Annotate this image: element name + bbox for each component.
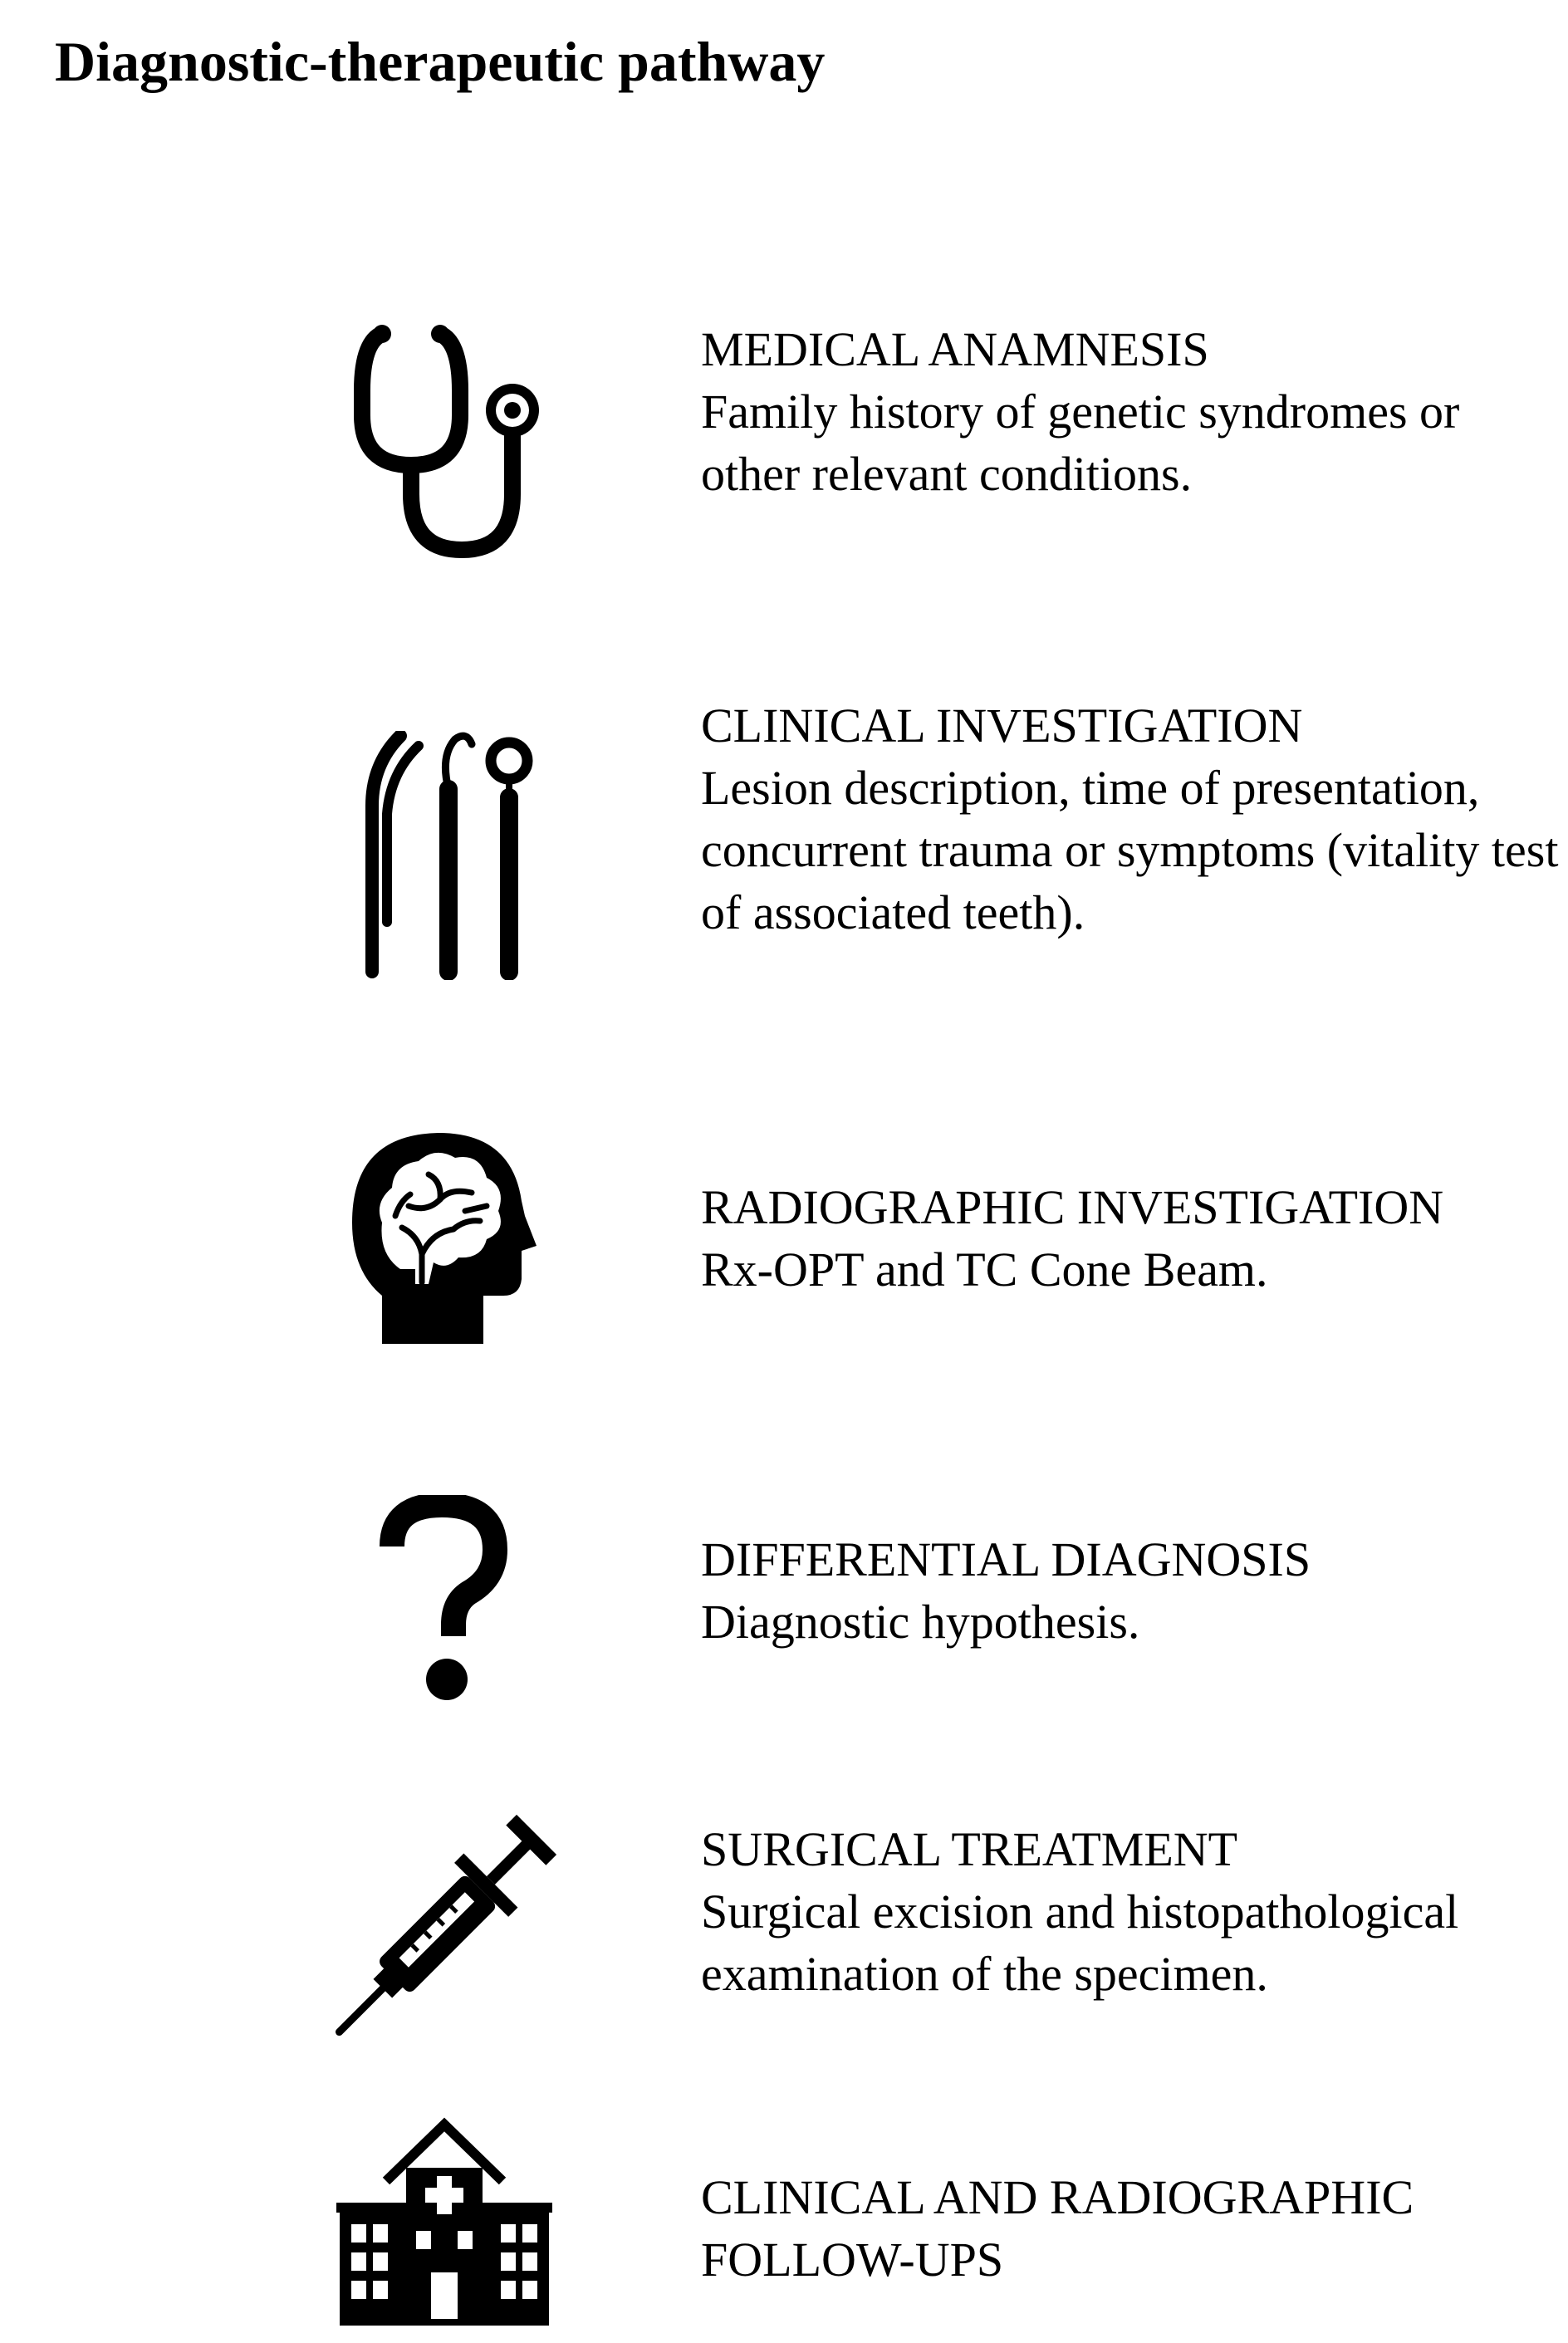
question-mark-icon xyxy=(380,1495,508,1700)
stethoscope-icon xyxy=(354,325,539,559)
step-heading: DIFFERENTIAL DIAGNOSIS xyxy=(701,1532,1311,1586)
step-description: Diagnostic hypothesis. xyxy=(701,1595,1140,1649)
step-heading: CLINICAL AND RADIOGRAPHIC FOLLOW-UPS xyxy=(701,2170,1414,2287)
step-description: Lesion description, time of presentation… xyxy=(701,761,1559,939)
step-heading: SURGICAL TREATMENT xyxy=(701,1822,1238,1876)
step-heading: RADIOGRAPHIC INVESTIGATION xyxy=(701,1180,1444,1234)
step-heading: CLINICAL INVESTIGATION xyxy=(701,698,1303,752)
dental-instruments-icon xyxy=(365,731,533,980)
step-heading: MEDICAL ANAMNESIS xyxy=(701,322,1209,376)
head-brain-icon xyxy=(352,1133,537,1344)
step-description: Rx-OPT and TC Cone Beam. xyxy=(701,1243,1268,1296)
syringe-icon xyxy=(335,1814,557,2037)
step-description: Family history of genetic syndromes or o… xyxy=(701,385,1460,501)
hospital-icon xyxy=(336,2117,552,2326)
step-description: Surgical excision and histopathological … xyxy=(701,1885,1459,2001)
page-title: Diagnostic-therapeutic pathway xyxy=(55,30,826,93)
